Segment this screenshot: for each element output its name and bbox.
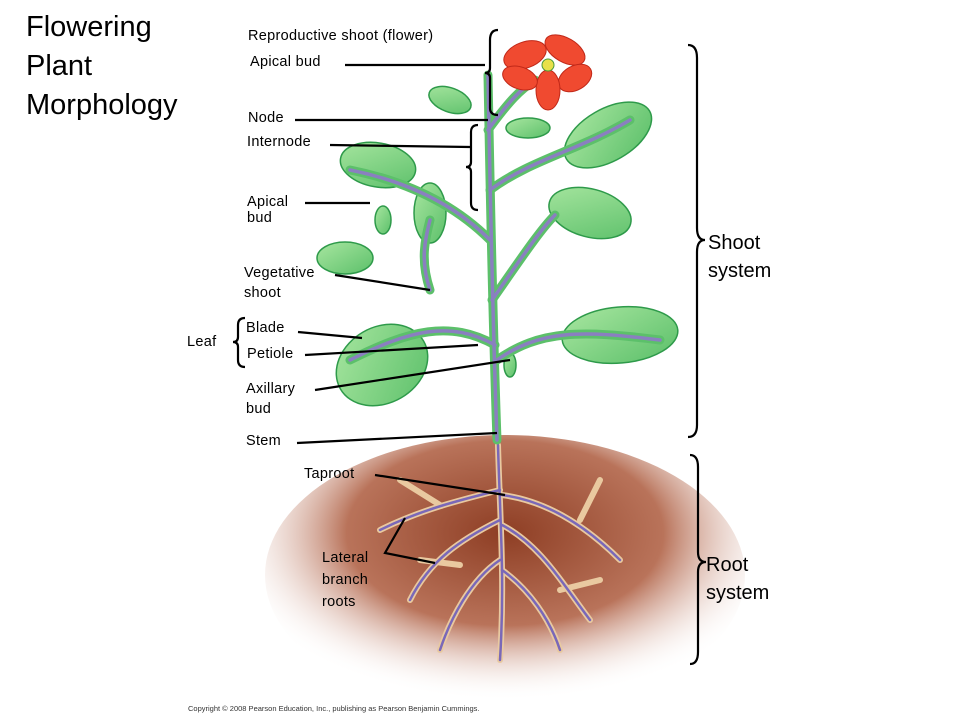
page-title: Flowering Plant Morphology — [26, 8, 178, 125]
label-apical-bud: Apical bud — [247, 193, 288, 228]
leader-lines — [232, 28, 707, 666]
label-root-system: Root system — [706, 551, 769, 607]
label-line: shoot — [244, 285, 281, 301]
label-internode: Internode — [247, 134, 311, 150]
label-line: Vegetative — [244, 265, 315, 281]
label-reproductive-shoot: Reproductive shoot (flower) — [248, 28, 434, 44]
title-line: Flowering — [26, 11, 152, 43]
label-petiole: Petiole — [247, 346, 294, 362]
label-line: roots — [322, 594, 356, 610]
label-line: Root — [706, 554, 749, 576]
title-line: Morphology — [26, 89, 178, 121]
label-line: bud — [247, 210, 273, 226]
flower — [502, 34, 593, 111]
label-line: Apical — [247, 194, 289, 210]
label-axillary-bud: Axillary bud — [246, 380, 295, 419]
label-line: system — [706, 582, 770, 604]
label-line: branch — [322, 572, 369, 588]
root-system — [377, 442, 623, 663]
label-node: Node — [248, 110, 284, 126]
copyright: Copyright © 2008 Pearson Education, Inc.… — [188, 704, 480, 713]
title-line: Plant — [26, 50, 93, 82]
label-line: bud — [246, 401, 272, 417]
label-line: Axillary — [246, 381, 296, 397]
label-line: Shoot — [708, 232, 761, 254]
label-lateral-roots: Lateral branch roots — [322, 547, 368, 613]
label-stem: Stem — [246, 433, 282, 449]
label-vegetative-shoot: Vegetative shoot — [244, 264, 315, 303]
label-apical-bud-top: Apical bud — [250, 54, 321, 70]
label-blade: Blade — [246, 320, 285, 336]
label-line: Lateral — [322, 550, 369, 566]
label-shoot-system: Shoot system — [708, 229, 771, 285]
label-line: system — [708, 260, 772, 282]
label-leaf: Leaf — [187, 334, 217, 350]
label-taproot: Taproot — [304, 466, 355, 482]
